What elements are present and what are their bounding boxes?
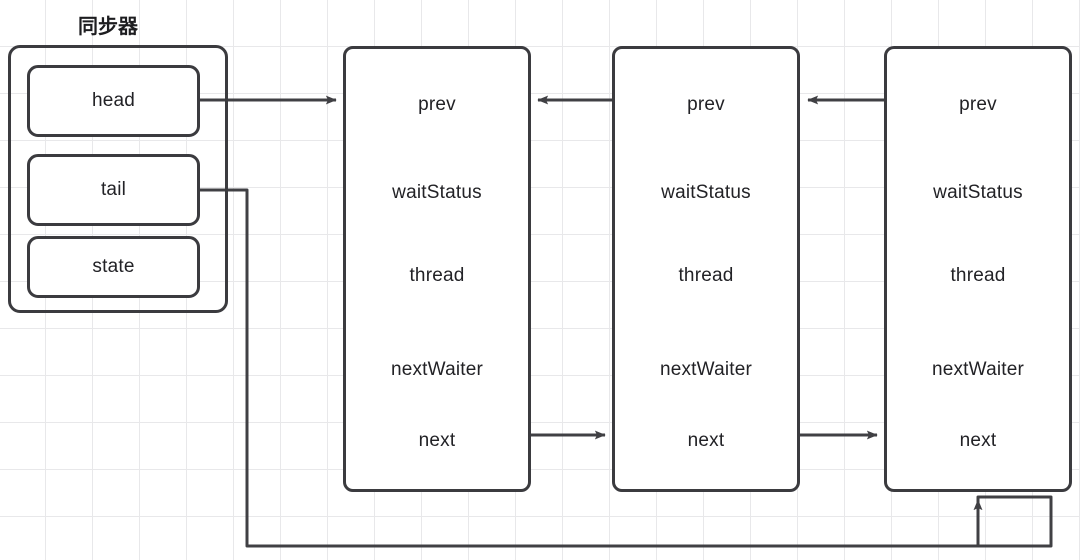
synchronizer-panel [8, 45, 228, 313]
node-2-field-next: next [687, 430, 725, 451]
synchronizer-field-state[interactable]: state [27, 236, 200, 298]
synchronizer-field-state-label: state [92, 256, 135, 277]
node-1-field-prev: prev [418, 94, 456, 115]
node-1-field-next: next [418, 430, 456, 451]
node-1-field-nextwaiter: nextWaiter [390, 359, 484, 380]
node-3-field-thread: thread [950, 265, 1006, 286]
node-3[interactable]: prev waitStatus thread nextWaiter next [884, 46, 1072, 492]
node-3-field-next: next [959, 430, 997, 451]
node-2-field-waitstatus: waitStatus [661, 182, 751, 203]
node-1[interactable]: prev waitStatus thread nextWaiter next [343, 46, 531, 492]
node-2-field-thread: thread [678, 265, 734, 286]
node-3-field-waitstatus: waitStatus [933, 182, 1023, 203]
synchronizer-field-tail-label: tail [100, 179, 127, 200]
node-1-field-thread: thread [409, 265, 465, 286]
synchronizer-field-tail[interactable]: tail [27, 154, 200, 226]
node-3-field-nextwaiter: nextWaiter [931, 359, 1025, 380]
synchronizer-field-head-label: head [91, 90, 136, 111]
node-2-field-nextwaiter: nextWaiter [659, 359, 753, 380]
node-1-field-waitstatus: waitStatus [392, 182, 482, 203]
page-title: 同步器 [78, 16, 138, 38]
node-2[interactable]: prev waitStatus thread nextWaiter next [612, 46, 800, 492]
synchronizer-field-head[interactable]: head [27, 65, 200, 137]
node-2-field-prev: prev [687, 94, 725, 115]
node-3-field-prev: prev [959, 94, 997, 115]
